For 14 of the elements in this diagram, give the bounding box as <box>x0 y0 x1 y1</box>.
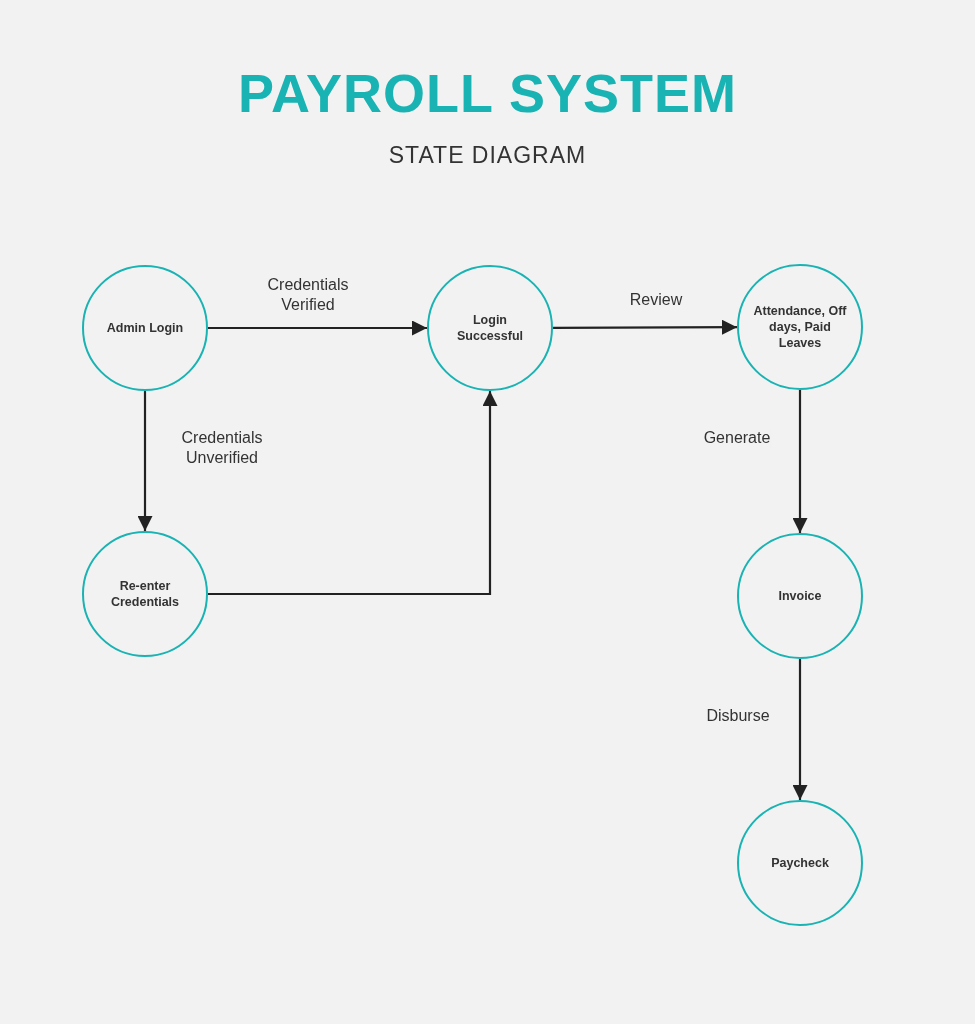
arrow <box>792 659 808 800</box>
state-label: Re-enter Credentials <box>109 577 181 611</box>
subtitle: STATE DIAGRAM <box>387 142 588 169</box>
arrow <box>553 319 737 335</box>
arrow <box>137 391 153 531</box>
state-label: Invoice <box>778 587 822 605</box>
title: PAYROLL SYSTEM <box>236 62 739 124</box>
arrow <box>208 391 498 596</box>
arrow <box>792 390 808 533</box>
state-label: Login Successful <box>456 311 524 345</box>
arrow <box>208 320 427 336</box>
state-label: Paycheck <box>771 854 829 872</box>
state-label: Attendance, Off days, Paid Leaves <box>752 302 848 352</box>
state-label: Admin Login <box>106 319 184 337</box>
